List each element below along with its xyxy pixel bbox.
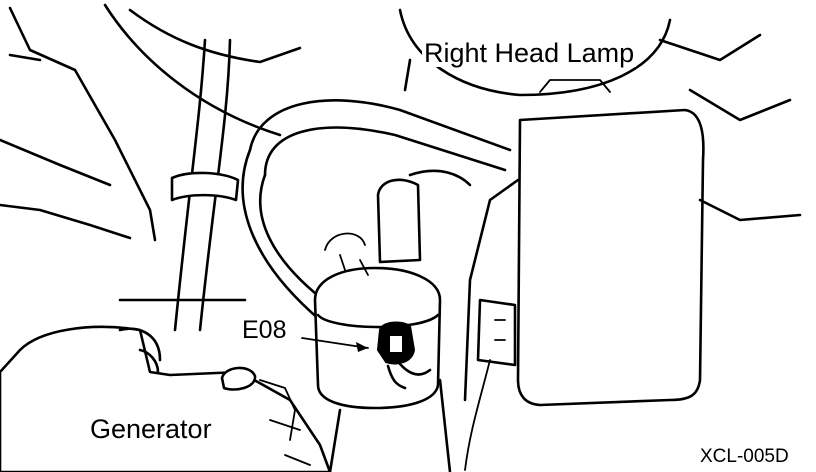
head-lamp-housing	[398, 8, 792, 122]
canister-rim	[316, 313, 440, 329]
relay-box-side	[463, 178, 802, 402]
e08-leader-arrow	[356, 342, 368, 352]
right-head-lamp-label: Right Head Lamp	[422, 38, 637, 68]
lower-frame-lines	[118, 298, 452, 472]
canister-body	[313, 266, 442, 410]
e08-connector-highlight	[390, 336, 402, 352]
generator-pulley-arc	[118, 327, 162, 374]
vertical-hose-left	[173, 38, 232, 332]
hose-clamp	[170, 171, 240, 202]
head-lamp-socket	[539, 79, 611, 93]
side-connector-wires	[464, 319, 506, 471]
side-connector	[476, 298, 517, 367]
canister-cap-detail	[324, 232, 369, 276]
e08-harness	[386, 362, 432, 390]
generator-terminal	[220, 366, 257, 391]
hose-lower-run	[241, 148, 332, 322]
filler-neck	[376, 178, 422, 264]
e08-connector-label: E08	[240, 316, 289, 344]
generator-housing	[0, 325, 332, 472]
generator-bracket	[259, 379, 311, 466]
filler-neck-top	[408, 169, 472, 187]
relay-box	[516, 108, 705, 407]
coolant-hose-loop	[248, 99, 512, 177]
figure-code-label: XCL-005D	[700, 446, 789, 467]
generator-label: Generator	[88, 414, 214, 444]
inner-fender-curve	[103, 3, 302, 137]
body-panel-upper-left	[0, 6, 157, 242]
